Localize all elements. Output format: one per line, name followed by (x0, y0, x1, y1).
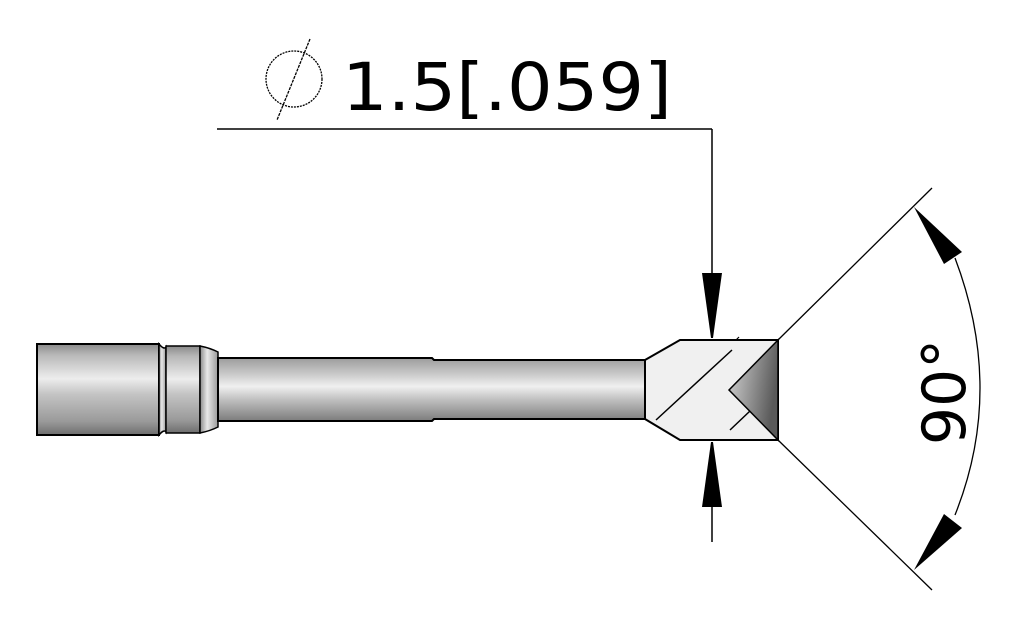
angle-extension-lower (777, 439, 933, 591)
chisel-edge-line (655, 349, 733, 421)
angle-value-label: 90° (910, 339, 980, 445)
arrow-lower-icon (914, 514, 962, 570)
diameter-value-label: 1.5[.059] (342, 49, 672, 126)
angle-dimension: 90° (777, 187, 981, 591)
tip-groove (158, 341, 167, 438)
arrow-down-icon (702, 273, 722, 338)
tip-ring (165, 345, 201, 434)
tip-shaft (217, 357, 646, 422)
chisel-edge-line-2 (735, 336, 740, 341)
diameter-symbol-icon (265, 38, 323, 121)
arrow-up-icon (702, 442, 722, 507)
tip-collar (199, 345, 219, 434)
angle-extension-upper (777, 187, 933, 341)
soldering-tip (36, 336, 779, 442)
arrow-upper-icon (914, 207, 962, 264)
tip-sleeve (36, 343, 160, 436)
tip-v-face (727, 338, 779, 442)
chisel-edge-line-3 (729, 410, 751, 431)
angle-arc (954, 257, 981, 516)
diameter-dimension: 1.5[.059] (217, 38, 722, 542)
